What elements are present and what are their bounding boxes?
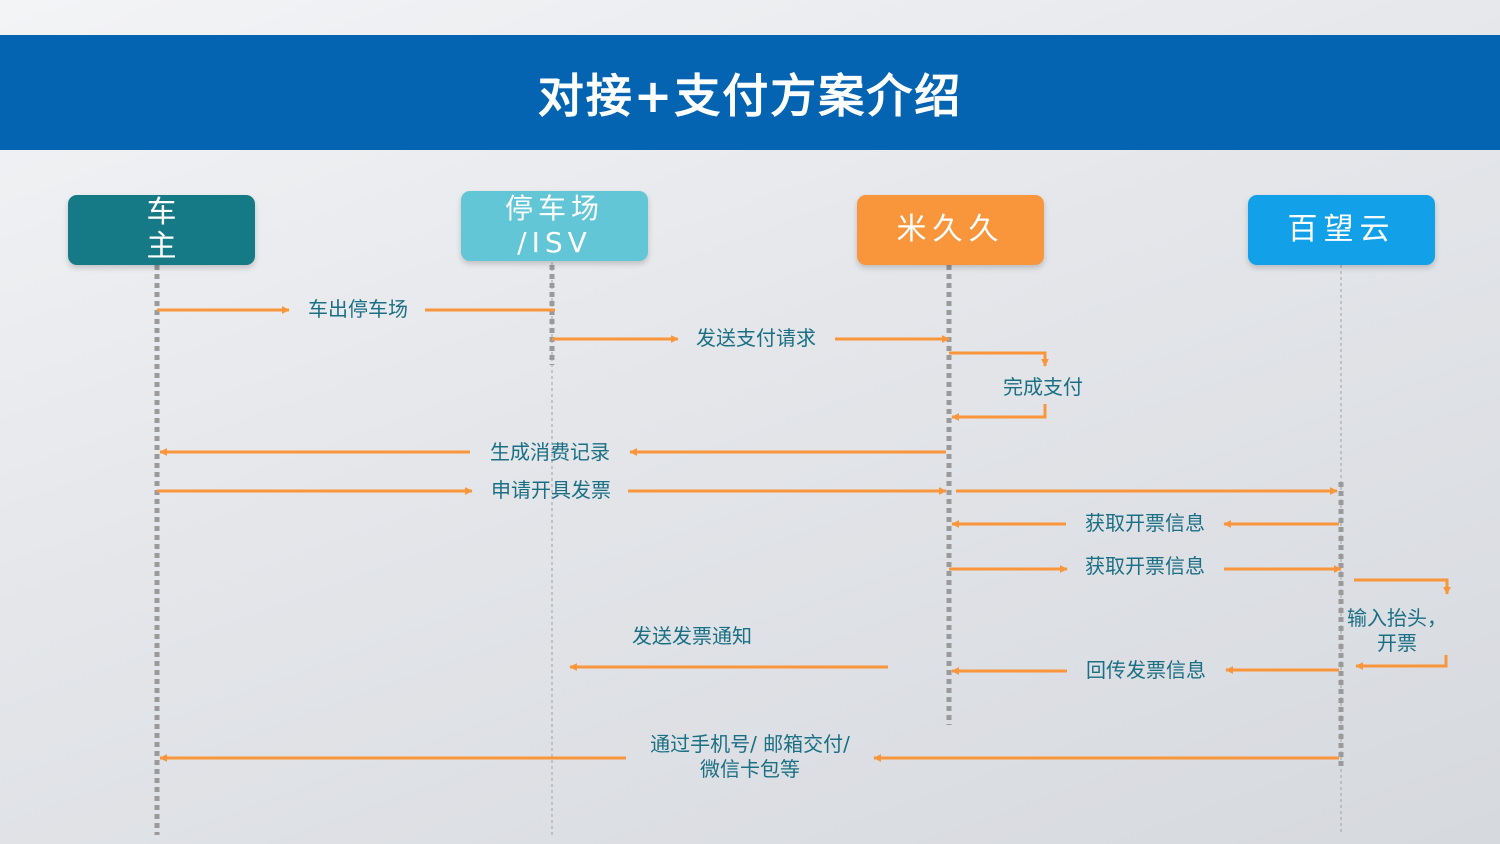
msg-get-invoice-info-2: 获取开票信息	[1085, 554, 1205, 578]
msg-return-invoice-info: 回传发票信息	[1086, 658, 1206, 682]
actor-parking-isv: 停车场 /ISV	[461, 191, 648, 261]
msg-input-title-invoice: 输入抬头， 开票	[1347, 606, 1447, 655]
arrow-input-title-back	[1355, 655, 1448, 670]
arrow-input-title-out	[1354, 578, 1451, 595]
arrow-complete-pay-back	[951, 404, 1047, 421]
msg-exit-lot: 车出停车场	[308, 297, 408, 321]
actor-baiwang: 百望云	[1248, 195, 1435, 265]
msg-generate-record: 生成消费记录	[490, 440, 610, 464]
msg-deliver: 通过手机号/ 邮箱交付/ 微信卡包等	[650, 732, 850, 781]
page-title: 对接+支付方案介绍	[537, 68, 963, 123]
title-bar: 对接+支付方案介绍	[0, 35, 1500, 150]
msg-send-pay-request: 发送支付请求	[696, 326, 816, 350]
actor-mijiu: 米久久	[857, 195, 1044, 265]
msg-request-invoice: 申请开具发票	[491, 478, 611, 502]
msg-complete-payment: 完成支付	[1003, 375, 1083, 399]
arrow-complete-pay-out	[949, 351, 1049, 367]
msg-get-invoice-info-1: 获取开票信息	[1085, 511, 1205, 535]
msg-send-invoice-notice: 发送发票通知	[632, 624, 752, 648]
actor-owner: 车 主	[68, 195, 255, 265]
